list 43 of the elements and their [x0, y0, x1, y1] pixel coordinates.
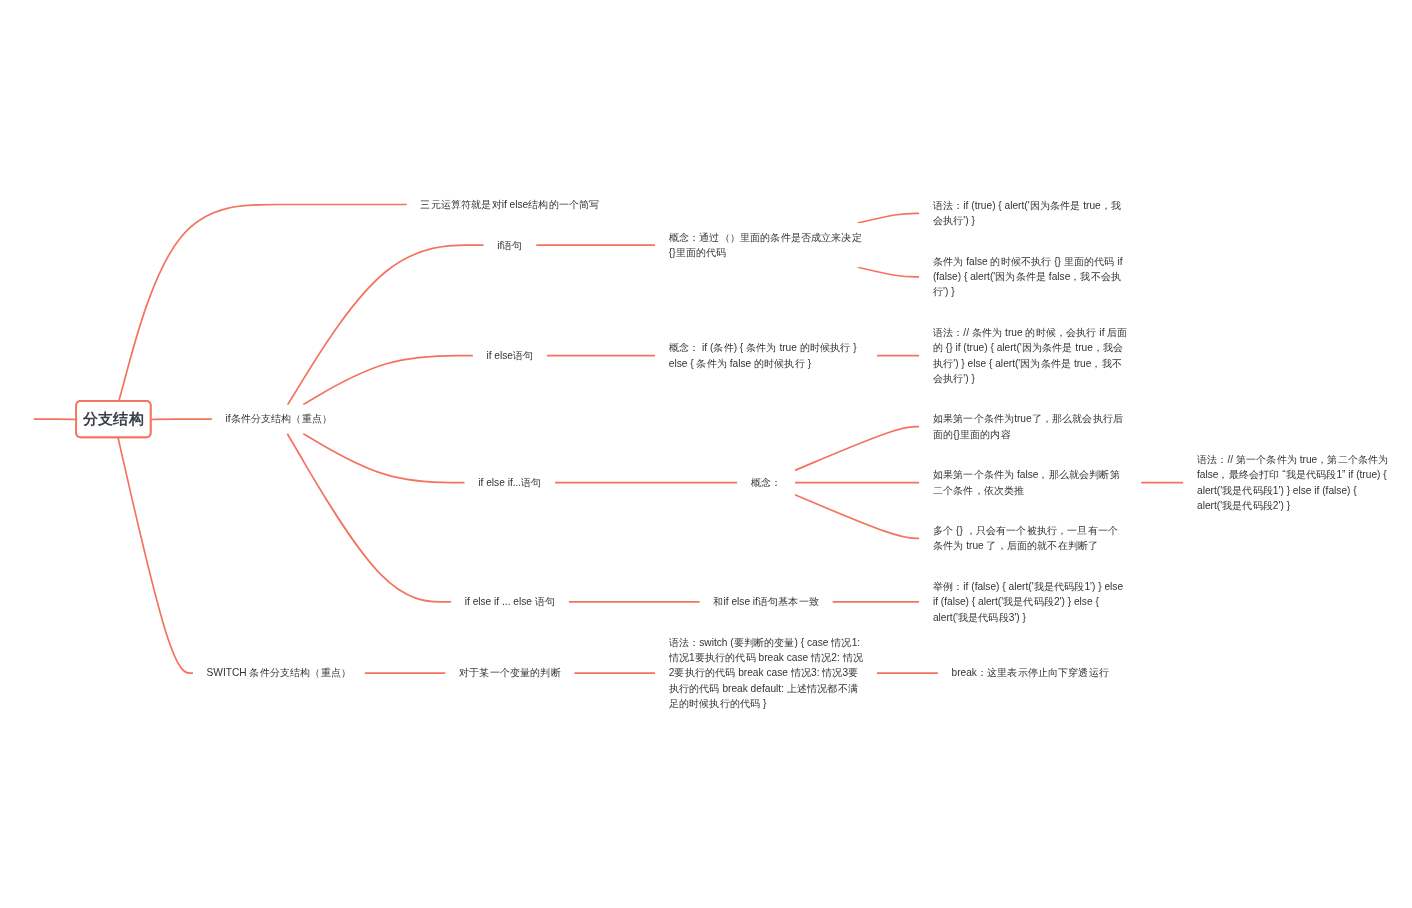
connector: [535, 244, 657, 246]
connector: [794, 425, 921, 472]
node-text: 多个 {} ，只会有一个被执行，一旦有一个条件为 true 了，后面的就不在判断了: [932, 524, 1118, 552]
connector: [286, 244, 485, 406]
connector: [286, 432, 453, 603]
connector: [794, 481, 921, 484]
connector: [876, 354, 921, 357]
node-text: 语法：// 条件为 true 的时候，会执行 if 后面的 {} if (true) { alert('因为条件是 true，我会执行') } else { alert('因为条件是 true，我不会执行') }: [932, 326, 1128, 385]
connector: [363, 672, 447, 674]
connector: [554, 481, 739, 484]
connector: [302, 354, 474, 406]
connector: [856, 266, 921, 278]
node-text: 条件为 false 的时候不执行 {} 里面的代码 if (false) { alert('因为条件是 false，我不会执行') }: [932, 255, 1123, 299]
node-text: SWITCH 条件分支结构（重点）: [206, 667, 352, 679]
connector: [573, 672, 657, 674]
connector: [794, 493, 921, 540]
connector: [1140, 481, 1185, 484]
node-text: if语句: [497, 239, 523, 252]
node-text: 概念：: [750, 476, 782, 489]
node-text: 概念： if (条件) { 条件为 true 的时候执行 } else { 条件为 false 的时候执行 }: [668, 342, 857, 370]
node-text: 概念：通过（）里面的条件是否成立来决定{}里面的代码: [668, 231, 862, 259]
connector: [876, 672, 939, 674]
connector: [117, 436, 194, 674]
node-text: break：这里表示停止向下穿透运行: [951, 667, 1109, 679]
node-text: 对于某一个变量的判断: [459, 667, 561, 679]
node-text: 举例：if (false) { alert('我是代码段1') } else if (false) { alert('我是代码段2') } else { alert('我是代码段3') }: [932, 580, 1124, 624]
node-text: 语法：switch (要判断的变量) { case 情况1: 情况1要执行的代码 break case 情况2: 情况2要执行的代码 break case 情况3: 情况3要执行的代码 break default: 上述情况都不满足的时候执行的代码 }: [668, 636, 863, 710]
connector: [856, 212, 921, 224]
node-text: if条件分支结构（重点）: [225, 413, 333, 426]
node-text: 三元运算符就是对if else结构的一个简写: [420, 198, 600, 211]
node-text: 如果第一个条件为true了，那么就会执行后面的{}里面的内容: [932, 413, 1124, 441]
connector: [302, 432, 466, 484]
connector: [150, 418, 213, 421]
node-text: 语法：if (true) { alert('因为条件是 true，我会执行') }: [932, 199, 1122, 227]
connector: [546, 354, 657, 357]
node-text: 和if else if语句基本一致: [713, 596, 819, 608]
node-text: if else语句: [486, 349, 534, 362]
node-text: if else if...语句: [478, 476, 542, 489]
connector: [567, 601, 701, 603]
node-text: 语法：// 第一个条件为 true，第二个条件为 false，最终会打印 “我是代码段1” if (true) { alert('我是代码段1') } else if (false) { alert('我是代码段2') }: [1196, 453, 1389, 512]
node-text: 如果第一个条件为 false，那么就会判断第二个条件，依次类推: [932, 469, 1120, 497]
connector: [831, 601, 921, 603]
node-text: if else if ... else 语句: [464, 596, 556, 608]
